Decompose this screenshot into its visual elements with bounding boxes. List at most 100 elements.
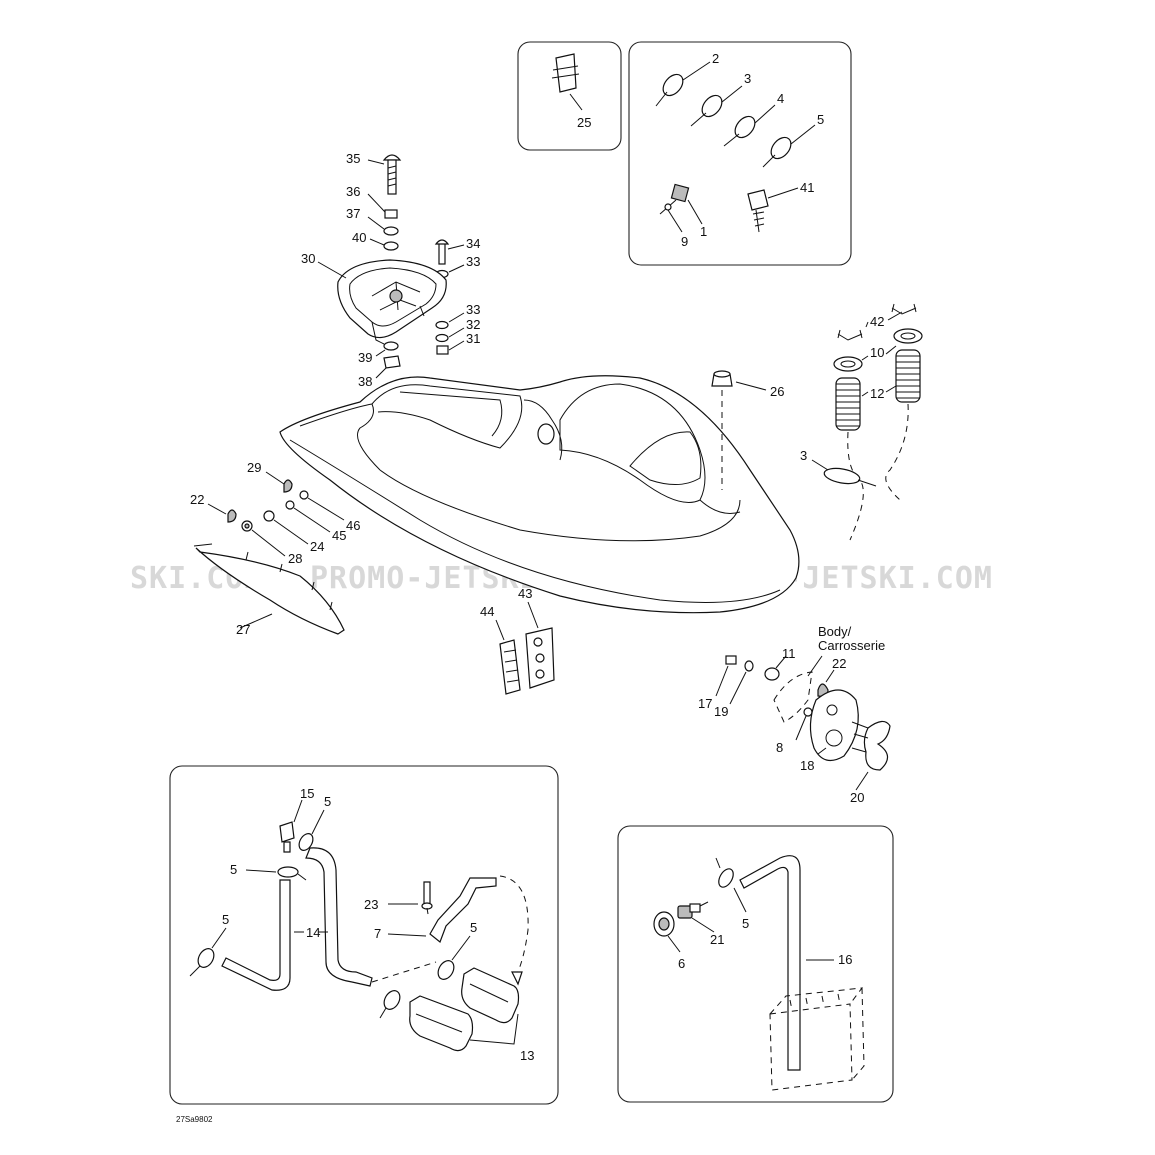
callout-11: 11 <box>782 646 796 661</box>
callout-17: 17 <box>698 696 712 711</box>
battery-outline <box>769 987 865 1091</box>
holder-assembly: 44 43 <box>480 586 555 695</box>
body-note-line2: Carrosserie <box>818 638 885 653</box>
vent-assembly: 42 10 12 3 <box>800 303 923 541</box>
callout-4: 4 <box>777 91 784 106</box>
callout-38: 38 <box>358 374 372 389</box>
body-note-line1: Body/ <box>818 624 852 639</box>
callout-25: 25 <box>577 115 591 130</box>
rivet-9-clip-1 <box>659 183 703 233</box>
inset-battery-vent: 16 5 21 6 <box>617 825 894 1103</box>
callout-15: 15 <box>300 786 314 801</box>
callout-10: 10 <box>870 345 884 360</box>
clamp-42-left <box>837 329 863 341</box>
washer-33-bottom <box>435 320 449 330</box>
body-panel-section <box>773 671 813 723</box>
strap-3-vent <box>811 459 877 487</box>
clamp-5-mid <box>277 866 299 878</box>
rivet-22-left <box>227 509 237 523</box>
callout-43: 43 <box>518 586 532 601</box>
container-13-lower <box>409 995 474 1052</box>
container-13-upper <box>461 967 520 1024</box>
washer-40 <box>383 241 399 251</box>
clamp-5-battery <box>718 868 734 888</box>
callout-5-inset: 5 <box>817 112 824 127</box>
mount-18 <box>809 689 859 762</box>
callout-36: 36 <box>346 184 360 199</box>
washer-37 <box>383 226 399 236</box>
rivet-29 <box>283 479 293 493</box>
washer-19 <box>744 660 754 672</box>
holder-44 <box>499 639 521 695</box>
callout-19: 19 <box>714 704 728 719</box>
valve-15 <box>279 821 295 853</box>
callout-42: 42 <box>870 314 884 329</box>
callout-23: 23 <box>364 897 378 912</box>
callout-5-mid: 5 <box>230 862 237 877</box>
callout-39: 39 <box>358 350 372 365</box>
side-moulding-assembly: 27 22 28 24 29 45 46 <box>190 460 360 637</box>
inset-box-25 <box>517 41 622 151</box>
callout-24: 24 <box>310 539 324 554</box>
handle-assembly: 35 36 37 40 34 33 30 33 <box>301 151 480 389</box>
callout-34: 34 <box>466 236 480 251</box>
callout-7: 7 <box>374 926 381 941</box>
inset-box-battery <box>617 825 894 1103</box>
callout-20: 20 <box>850 790 864 805</box>
clamp-5-left <box>197 948 215 968</box>
washer-24 <box>263 510 275 522</box>
inset-fuel-vent: 15 5 5 14 5 23 7 5 <box>169 765 559 1105</box>
callout-46: 46 <box>346 518 360 533</box>
callout-5-battery: 5 <box>742 916 749 931</box>
washer-45 <box>285 500 295 510</box>
callout-45: 45 <box>332 528 346 543</box>
screw-41 <box>747 187 799 233</box>
clamp-5-bottom <box>383 990 401 1010</box>
bolt-34 <box>434 239 465 265</box>
grommet-10-left <box>833 356 863 372</box>
callout-37: 37 <box>346 206 360 221</box>
callout-14: 14 <box>306 925 320 940</box>
callout-3-vent: 3 <box>800 448 807 463</box>
callout-40: 40 <box>352 230 366 245</box>
clamp-5-right <box>437 960 455 980</box>
cap-6 <box>653 911 675 937</box>
callout-35: 35 <box>346 151 360 166</box>
callout-22-right: 22 <box>832 656 846 671</box>
clamp-42-right <box>891 303 917 315</box>
bellows-12-left <box>835 377 861 431</box>
fitting-23 <box>421 881 433 915</box>
bellows-12-right <box>895 349 921 403</box>
callout-5-top: 5 <box>324 794 331 809</box>
callout-26: 26 <box>770 384 784 399</box>
callout-6: 6 <box>678 956 685 971</box>
callout-16: 16 <box>838 952 852 967</box>
callout-29: 29 <box>247 460 261 475</box>
nut-31 <box>436 345 449 355</box>
callout-44: 44 <box>480 604 494 619</box>
grommet-10-right <box>893 328 923 344</box>
nut-46 <box>299 490 309 500</box>
callout-1: 1 <box>700 224 707 239</box>
callout-5-left: 5 <box>222 912 229 927</box>
bracket-7 <box>429 877 497 943</box>
nut-36 <box>384 209 398 219</box>
strap-2 <box>655 61 711 107</box>
vent-tube-16 <box>739 855 801 1071</box>
callout-41: 41 <box>800 180 814 195</box>
washer-11 <box>764 667 780 681</box>
callout-28: 28 <box>288 551 302 566</box>
inset-box-fasteners <box>628 41 852 266</box>
washer-39 <box>383 341 399 351</box>
callout-32: 32 <box>466 317 480 332</box>
callout-18: 18 <box>800 758 814 773</box>
callout-9: 9 <box>681 234 688 249</box>
callout-8: 8 <box>776 740 783 755</box>
drawing-code: 27Sa9802 <box>176 1115 213 1124</box>
callout-5-right: 5 <box>470 920 477 935</box>
elbow-21 <box>677 901 709 919</box>
strap-5-inset <box>762 124 816 168</box>
nut-17 <box>725 655 737 665</box>
callout-13: 13 <box>520 1048 534 1063</box>
